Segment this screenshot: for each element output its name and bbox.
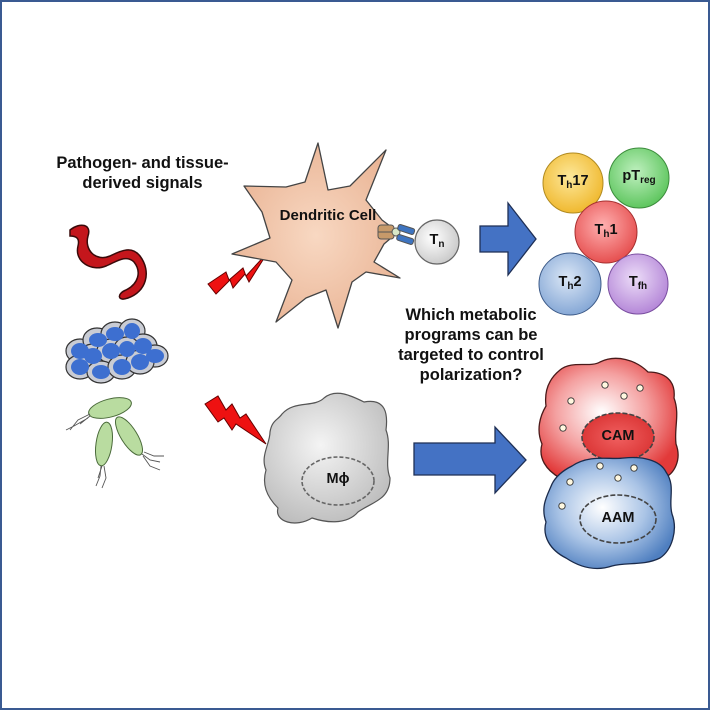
th2-label: Th2: [558, 274, 582, 292]
bacteria-icon: [65, 397, 164, 489]
cam-vesicles: [559, 381, 644, 432]
tfh-cell: [607, 253, 669, 315]
th17-label: Th17: [557, 173, 589, 191]
ptreg-cell: [608, 147, 670, 209]
macrophage-label: Mϕ: [326, 471, 350, 487]
macrophage-nucleus: [301, 456, 375, 506]
dendritic-cell-shape: [231, 142, 401, 329]
arrow-right-icon: [413, 425, 527, 495]
th1-label: Th1: [594, 222, 618, 240]
th17-cell: [542, 152, 604, 214]
tfh-label: Tfh: [628, 274, 648, 292]
cam-nucleus: [581, 412, 655, 462]
naive-t-cell: [414, 219, 460, 265]
aam-macrophage-shape: [543, 456, 675, 570]
dendritic-cell-label: Dendritic Cell: [279, 207, 377, 224]
cam-label: CAM: [601, 428, 635, 444]
naive-t-cell-label: Tn: [429, 232, 445, 250]
macrophage-shape: [263, 392, 391, 524]
worm-icon: [69, 224, 147, 300]
epithelial-cells-icon: [65, 318, 169, 384]
lightning-bolt-icon: [207, 251, 269, 295]
aam-vesicles: [558, 462, 638, 510]
signals-title: Pathogen- and tissue-derived signals: [56, 154, 229, 193]
receptor-complex-icon: [377, 224, 416, 245]
ptreg-label: pTreg: [622, 168, 656, 186]
th1-cell: [574, 200, 638, 264]
research-question: Which metabolic programs can be targeted…: [398, 306, 544, 385]
lightning-bolt-icon: [204, 395, 267, 445]
aam-label: AAM: [601, 510, 635, 526]
arrow-right-icon: [479, 201, 537, 277]
aam-nucleus: [579, 494, 657, 544]
th2-cell: [538, 252, 602, 316]
